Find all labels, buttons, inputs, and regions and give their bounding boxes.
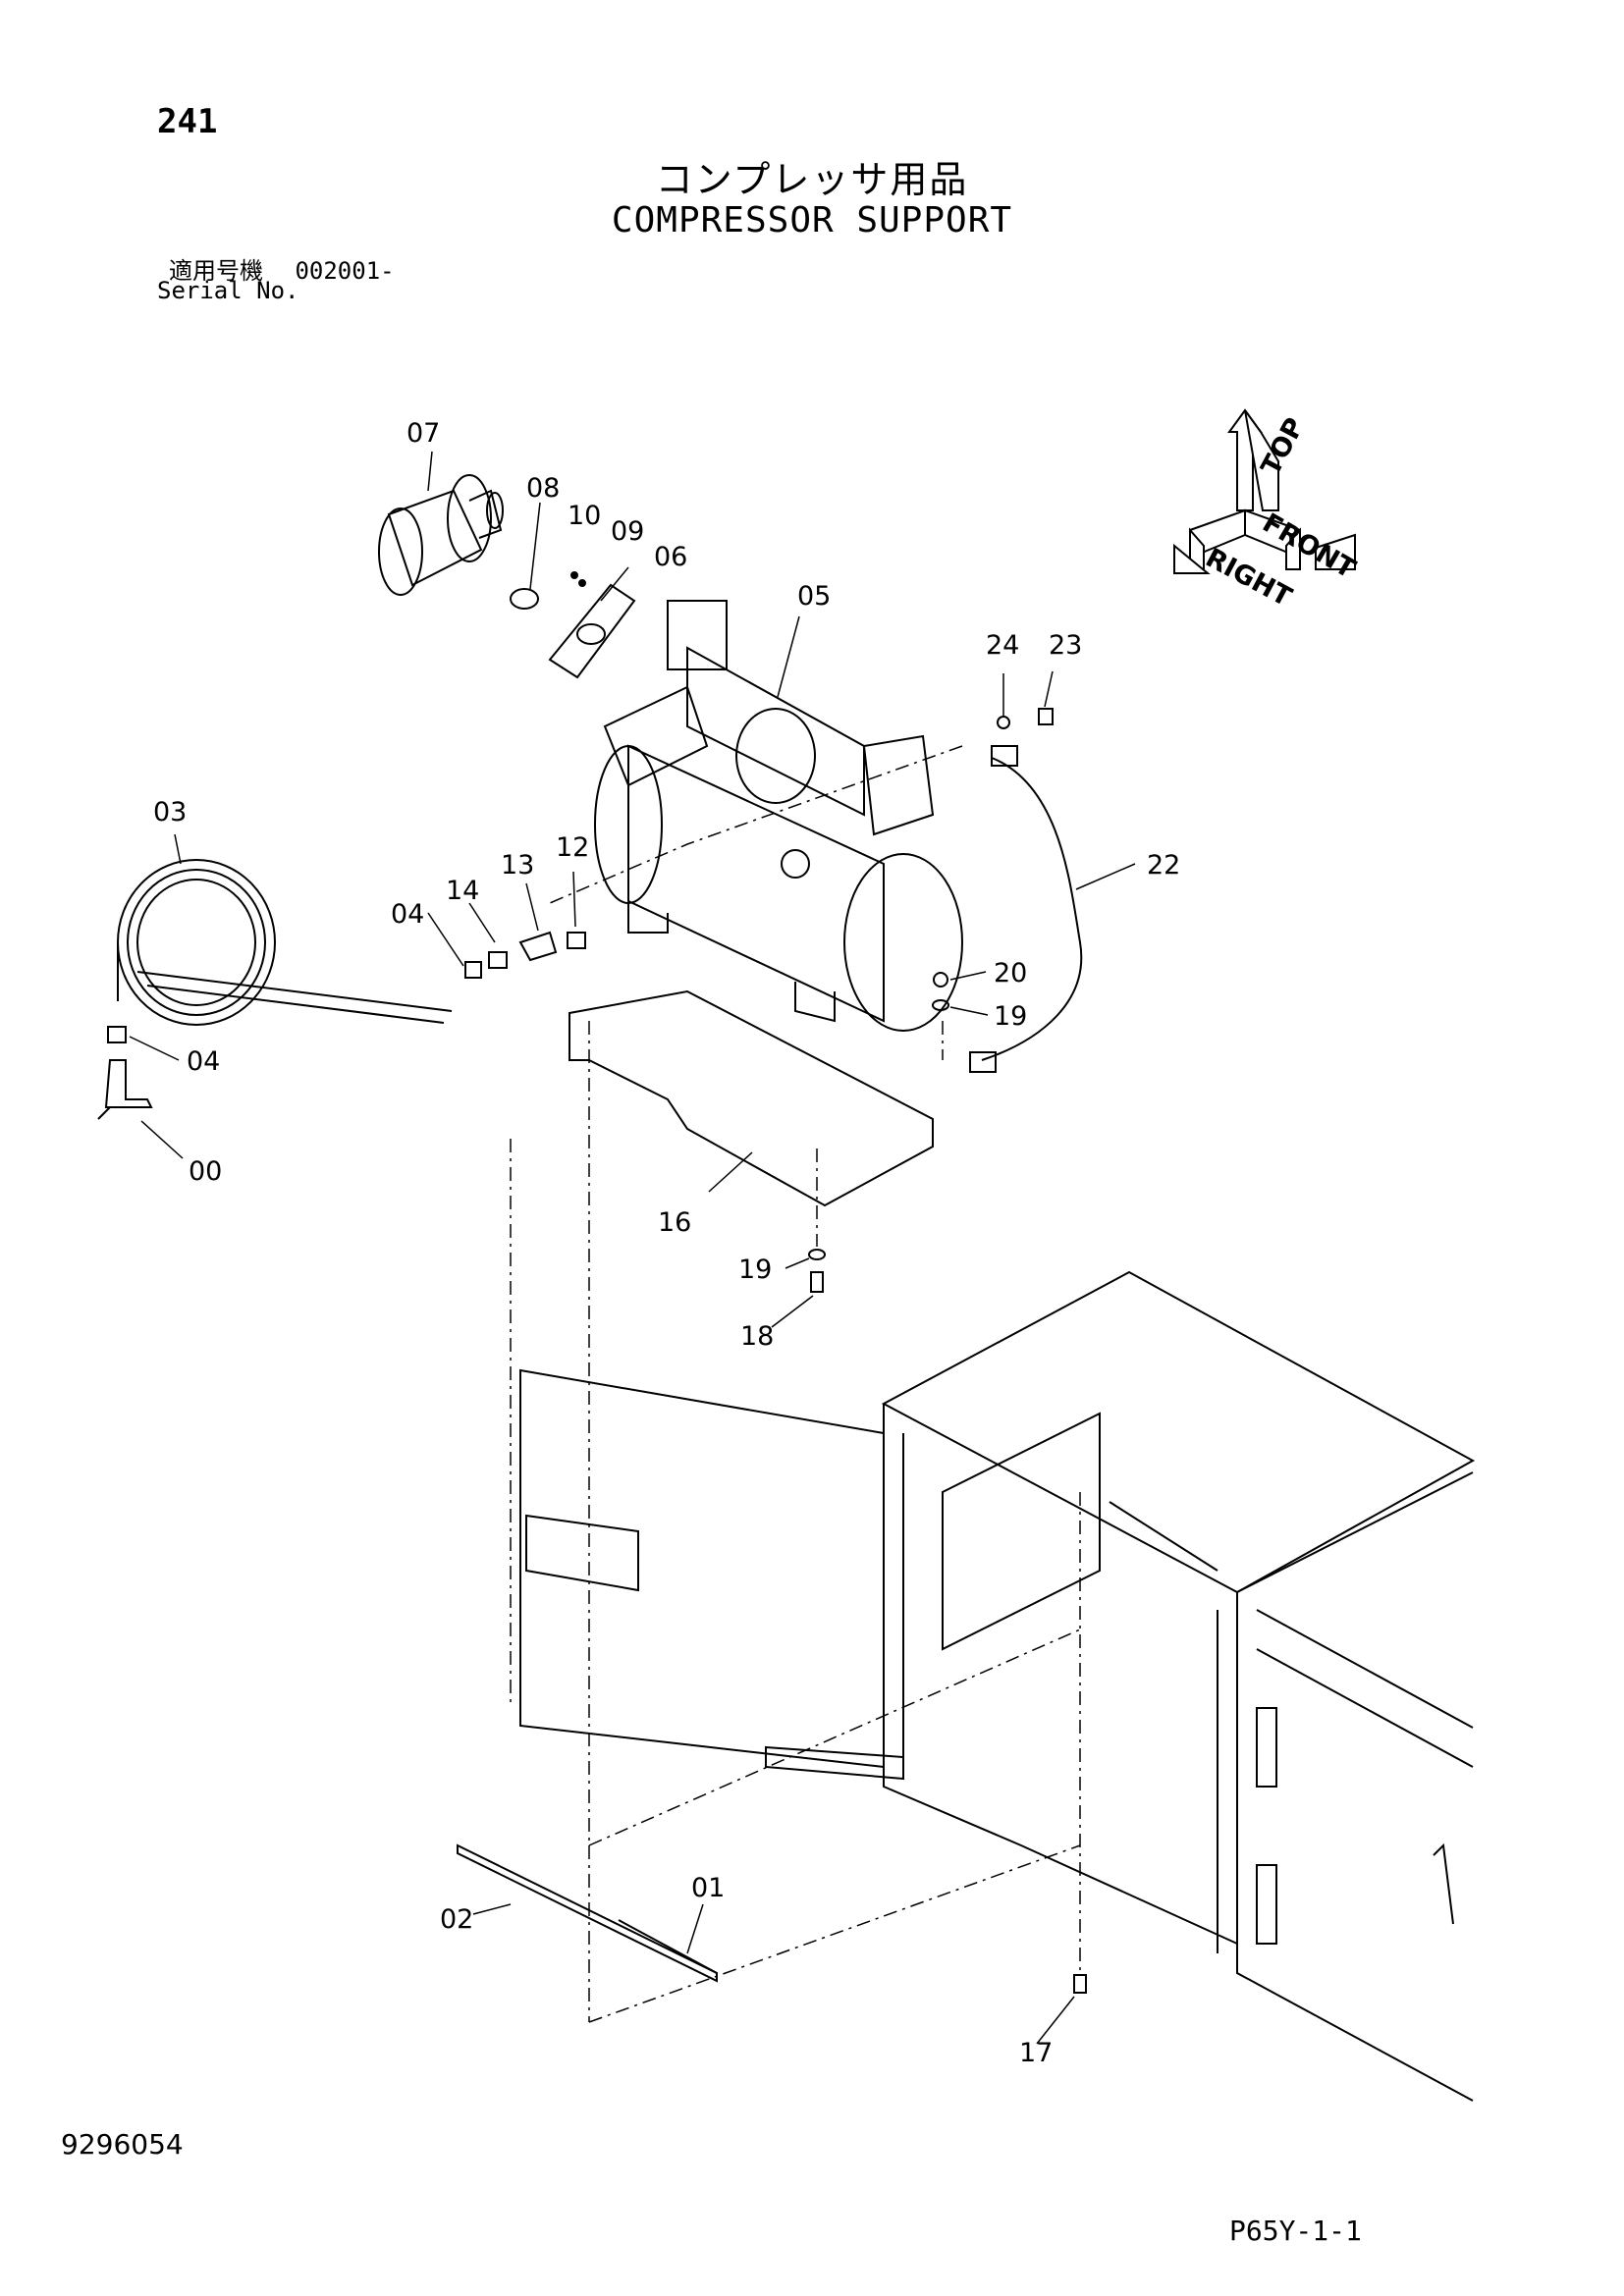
callout-19-lower: 19 xyxy=(738,1255,772,1285)
fitting-04-lower xyxy=(107,1026,127,1043)
serial-label-japanese: 適用号機 xyxy=(169,257,263,285)
callout-23: 23 xyxy=(1049,630,1082,661)
callout-20: 20 xyxy=(994,958,1027,988)
clip-23 xyxy=(1038,708,1054,725)
callout-10: 10 xyxy=(568,501,601,531)
bolt-17 xyxy=(1073,1974,1087,1994)
compressor-assembly xyxy=(594,600,963,1032)
orientation-indicator xyxy=(1173,408,1356,574)
title-english: COMPRESSOR SUPPORT xyxy=(611,200,1013,240)
callout-04-upper: 04 xyxy=(391,899,424,930)
page-number: 241 xyxy=(157,102,218,141)
bolt-24 xyxy=(997,716,1010,729)
mounting-bracket xyxy=(568,989,934,1207)
fitting-14 xyxy=(488,951,508,969)
serial-row: 適用号機 002001- xyxy=(169,251,395,286)
cab-enclosure xyxy=(881,1270,1476,2102)
title-japanese: コンプレッサ用品 xyxy=(655,158,969,201)
mounting-plate xyxy=(548,583,636,679)
page-code: P65Y-1-1 xyxy=(1229,2215,1362,2247)
callout-07: 07 xyxy=(406,418,440,449)
callout-02: 02 xyxy=(440,1904,473,1935)
document-id: 9296054 xyxy=(61,2128,184,2161)
direction-right-label: RIGHT xyxy=(1201,543,1297,614)
washer-10 xyxy=(570,571,578,579)
coiled-hose xyxy=(117,859,453,1026)
callout-19-upper: 19 xyxy=(994,1001,1027,1032)
bolt-09 xyxy=(578,579,586,587)
serial-label-english: Serial No. xyxy=(157,277,299,304)
callout-09: 09 xyxy=(611,516,644,547)
callout-22: 22 xyxy=(1147,850,1180,881)
callout-00: 00 xyxy=(189,1156,222,1187)
washer-19 xyxy=(932,999,949,1011)
air-filter xyxy=(378,474,504,596)
bolt-18 xyxy=(810,1271,824,1293)
callout-16: 16 xyxy=(658,1207,691,1238)
washer-19-lower xyxy=(808,1249,826,1260)
callout-03: 03 xyxy=(153,797,187,828)
callout-05: 05 xyxy=(797,581,831,612)
callout-01: 01 xyxy=(691,1873,725,1903)
callout-14: 14 xyxy=(446,876,479,906)
drain-element-00 xyxy=(97,1059,153,1120)
callout-24: 24 xyxy=(986,630,1019,661)
callout-06: 06 xyxy=(654,542,687,572)
wire-harness xyxy=(969,745,1083,1073)
callout-17: 17 xyxy=(1019,2038,1053,2068)
serial-value: 002001- xyxy=(295,257,395,285)
callout-12: 12 xyxy=(556,832,589,863)
callout-04-lower: 04 xyxy=(187,1046,220,1077)
nut-20 xyxy=(933,972,948,988)
valve-13 xyxy=(518,931,558,962)
callout-13: 13 xyxy=(501,850,534,881)
fitting-04 xyxy=(464,961,482,979)
fitting-12 xyxy=(567,932,586,949)
door-panel xyxy=(519,1368,904,1781)
weather-strip xyxy=(457,1843,718,1983)
hose-clamp xyxy=(510,588,539,610)
callout-18: 18 xyxy=(740,1321,774,1352)
callout-08: 08 xyxy=(526,473,560,504)
